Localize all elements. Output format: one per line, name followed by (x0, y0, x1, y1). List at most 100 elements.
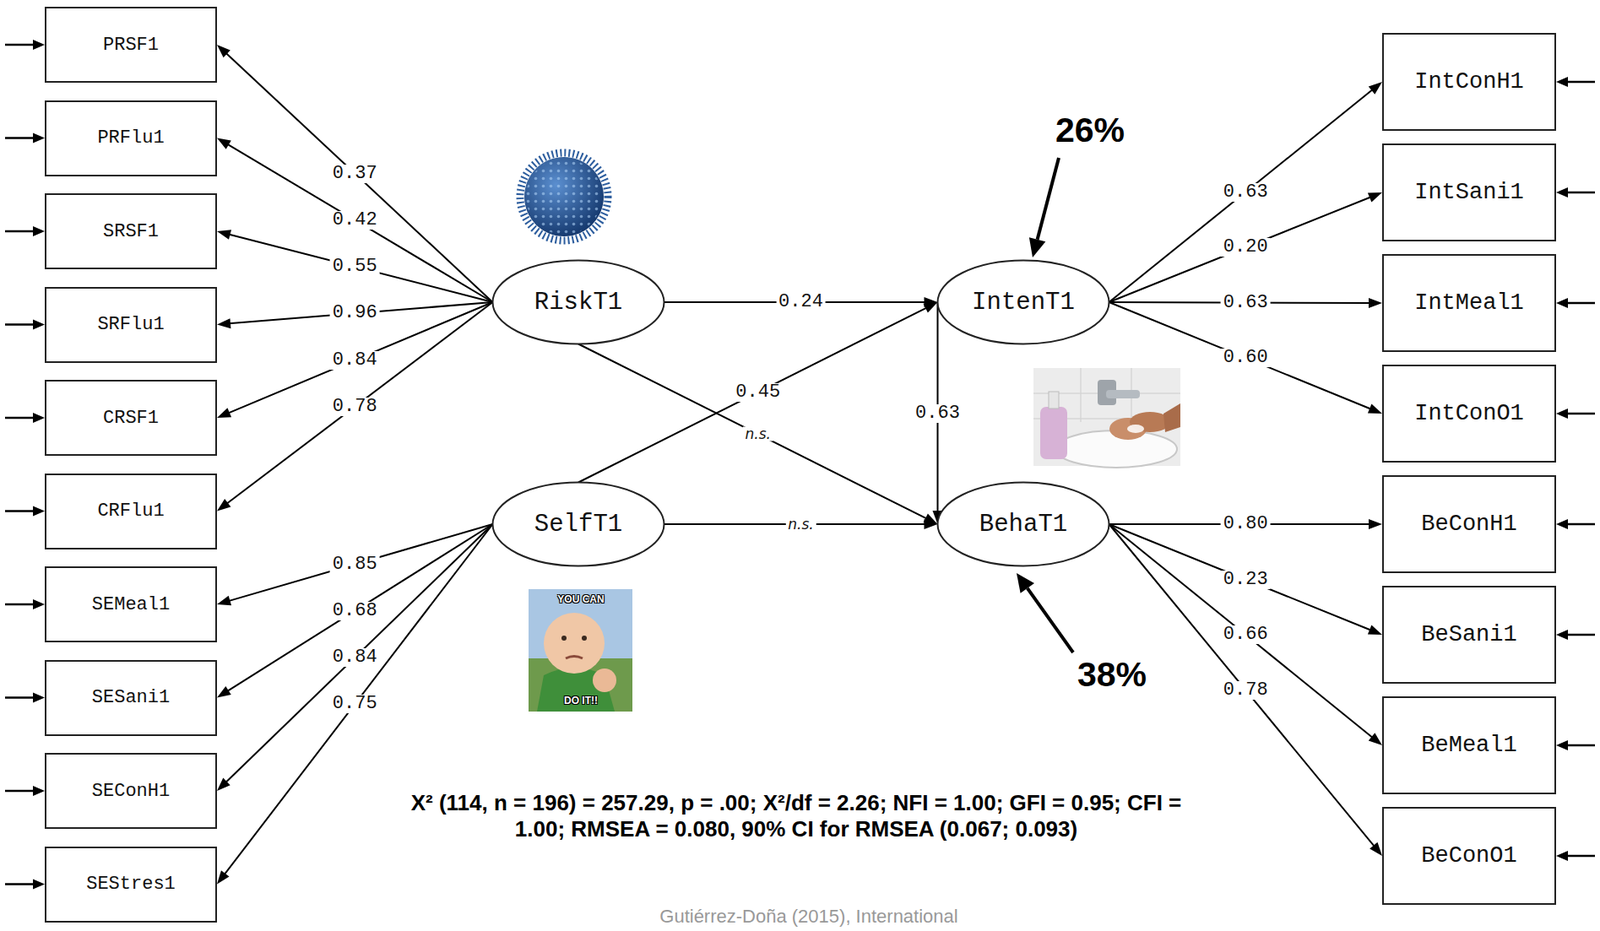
indicator-name: BeConH1 (1421, 511, 1517, 537)
arrow-head (1367, 624, 1383, 635)
path-arrow (1109, 524, 1384, 746)
arrow-head (216, 686, 232, 699)
indicator-name: PRSF1 (103, 34, 159, 56)
path-coefficient: 0.23 (1220, 570, 1271, 590)
indicator-box: PRSF1 (44, 6, 217, 83)
indicator-name: IntSani1 (1414, 179, 1525, 206)
ellipse-shape (493, 482, 665, 567)
path-arrow (216, 302, 494, 418)
path-line (227, 144, 493, 303)
path-coefficient: 0.84 (330, 351, 380, 370)
indicator-name: CRSF1 (103, 407, 159, 429)
baby-meme-photo (528, 589, 633, 712)
soap-pump (1048, 391, 1059, 409)
soap-foam (1127, 424, 1145, 434)
indicator-box: BeConH1 (1382, 475, 1557, 574)
path-line (224, 524, 494, 875)
meme-sky (528, 589, 633, 712)
path-coefficient: 0.60 (1220, 348, 1271, 368)
path-coefficient: 0.78 (330, 397, 380, 417)
virus-body (524, 157, 604, 237)
path-coefficient: n.s. (743, 427, 774, 442)
indicator-name: BeSani1 (1421, 622, 1517, 648)
path-line (1109, 524, 1373, 631)
arrow-head (1368, 298, 1383, 309)
indicator-box: SRFlu1 (44, 287, 217, 364)
faucet-spout (1106, 390, 1140, 399)
meme-caption: YOU CAN (557, 593, 604, 606)
indicator-box: SRSF1 (44, 193, 217, 270)
latent-ellipse: BehaT1 (936, 481, 1111, 568)
path-arrow (216, 229, 494, 303)
latent-name: RiskT1 (534, 288, 623, 317)
path-coefficient: 0.45 (732, 383, 783, 402)
path-arrow (216, 302, 494, 329)
indicator-box: IntConO1 (1382, 364, 1557, 463)
path-coefficient: 0.63 (912, 404, 963, 424)
indicator-name: SEMeal1 (92, 594, 170, 616)
virus-illustration (520, 152, 608, 241)
latent-ellipse: RiskT1 (491, 259, 666, 346)
path-arrow (1109, 524, 1384, 635)
latent-name: IntenT1 (971, 288, 1075, 317)
leader-line (1027, 588, 1074, 653)
source-citation: Gutiérrez-Doña (2015), International (659, 905, 958, 928)
arrow-head (216, 596, 232, 607)
arrow-head (923, 302, 939, 314)
path-coefficient: 0.24 (775, 292, 826, 312)
r-squared-callout: 38% (1077, 654, 1147, 696)
path-line (1109, 302, 1373, 410)
latent-ellipse: IntenT1 (936, 259, 1111, 346)
path-coefficient: 0.63 (1220, 293, 1271, 313)
path-coefficient: 0.37 (330, 164, 380, 184)
path-line (225, 53, 493, 303)
ellipse-shape (938, 260, 1110, 345)
fit-statistics: X² (114, n = 196) = 257.29, p = .00; X²/… (403, 790, 1189, 843)
latent-name: SelfT1 (534, 510, 623, 539)
path-arrow (216, 524, 494, 885)
path-arrow (216, 524, 494, 699)
path-arrow (1109, 192, 1384, 303)
arrow-head (216, 44, 231, 58)
path-coefficient: 0.55 (330, 257, 380, 277)
baby-eye (561, 635, 567, 641)
arrow-head (1369, 842, 1383, 857)
indicator-name: SRSF1 (103, 221, 159, 243)
path-coefficient: 0.96 (330, 303, 380, 323)
arrow-head (1367, 192, 1383, 203)
indicator-box: SESani1 (44, 660, 217, 737)
indicator-name: BeMeal1 (1421, 732, 1517, 759)
path-line (226, 302, 493, 505)
path-coefficient: 0.63 (1220, 183, 1271, 202)
latent-name: BehaT1 (979, 510, 1068, 539)
r-squared-callout: 26% (1055, 109, 1125, 152)
path-coefficient: 0.80 (1220, 515, 1271, 534)
arrow-head (216, 778, 231, 792)
ellipse-shape (493, 260, 665, 345)
indicator-box: BeSani1 (1382, 585, 1557, 684)
virus-spikes (520, 152, 608, 241)
indicator-box: BeConO1 (1382, 807, 1557, 906)
path-coefficient: 0.78 (1220, 681, 1271, 700)
indicator-box: PRFlu1 (44, 100, 217, 177)
path-coefficient: 0.20 (1220, 238, 1271, 257)
path-coefficient: 0.75 (330, 694, 380, 714)
r-squared-leaders (1016, 157, 1074, 653)
arrow-head (1367, 403, 1383, 414)
indicator-name: IntConO1 (1414, 401, 1525, 427)
path-coefficient: 0.68 (330, 602, 380, 621)
arrow-head (924, 519, 939, 530)
indicator-box: CRFlu1 (44, 473, 217, 550)
path-coefficient: 0.42 (330, 211, 380, 230)
ellipse-shape (938, 482, 1110, 567)
arrow-head (216, 407, 232, 418)
arrow-head (1368, 519, 1383, 530)
error-arrow-lines (5, 44, 1595, 885)
path-coefficient: n.s. (785, 517, 816, 532)
path-line (228, 302, 494, 324)
indicator-name: SEConH1 (92, 781, 170, 803)
arrow-head (216, 870, 229, 885)
baby-mouth (565, 656, 583, 660)
